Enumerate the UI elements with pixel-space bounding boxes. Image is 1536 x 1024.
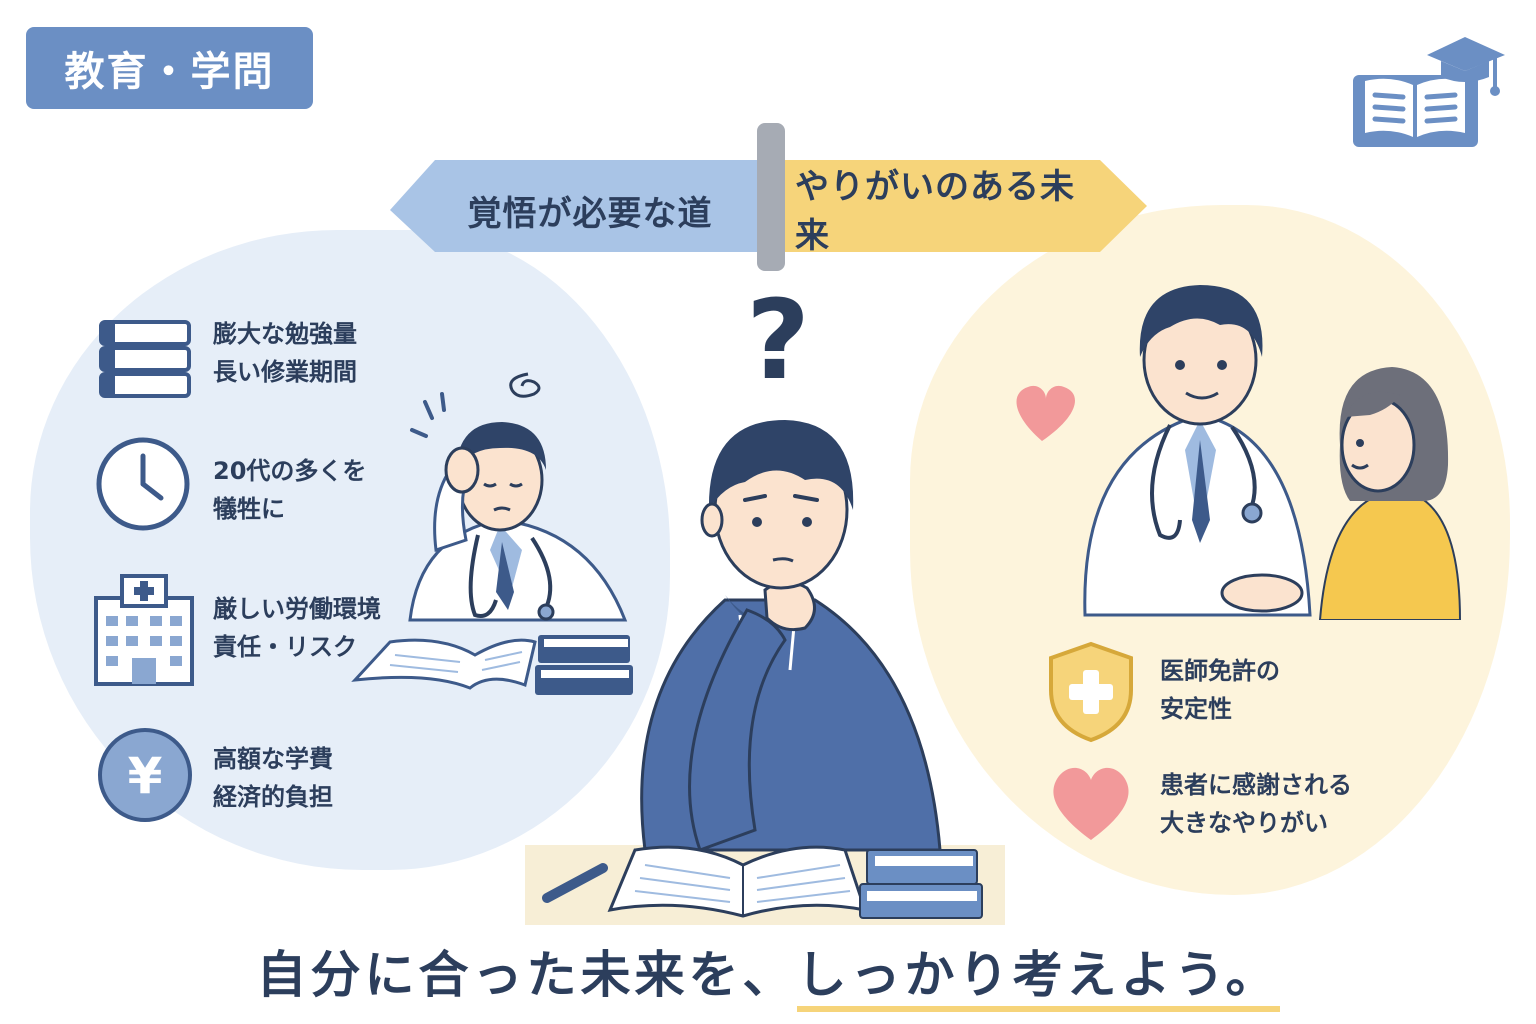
- question-mark-icon: ?: [746, 276, 810, 404]
- shield-cross-icon: [1049, 641, 1133, 743]
- headline-highlight: しっかり考えよう。: [796, 946, 1280, 1012]
- challenge-study-volume: 膨大な勉強量長い修業期間: [213, 320, 357, 386]
- yen-coin-icon: ¥: [98, 728, 192, 822]
- left-sign-label: 覚悟が必要な道: [467, 193, 713, 234]
- doctor-patient-illustration: [1016, 285, 1462, 620]
- books-stack-icon: [99, 320, 191, 398]
- challenge-tuition: 高額な学費経済的負担: [213, 745, 333, 811]
- headline: 自分に合った未来を、しっかり考えよう。: [0, 935, 1536, 1012]
- clock-icon: [96, 437, 190, 531]
- signpost: [390, 123, 1147, 271]
- reward-license-stability: 医師免許の安定性: [1160, 657, 1280, 723]
- hospital-icon: [94, 574, 194, 686]
- challenge-work-environment: 厳しい労働環境責任・リスク: [213, 595, 381, 661]
- open-book-graduation-cap-icon: [1353, 37, 1505, 147]
- category-tag: 教育・学問: [26, 27, 313, 109]
- right-sign-label: やりがいのある未来: [795, 167, 1075, 256]
- tired-doctor-illustration: [351, 372, 633, 695]
- reward-patient-gratitude: 患者に感謝される大きなやりがい: [1160, 771, 1352, 837]
- svg-text:¥: ¥: [128, 747, 163, 805]
- thinking-student-illustration: [525, 420, 1005, 925]
- heart-icon: [1053, 767, 1129, 840]
- challenge-twenties: 20代の多くを犠牲に: [213, 457, 367, 523]
